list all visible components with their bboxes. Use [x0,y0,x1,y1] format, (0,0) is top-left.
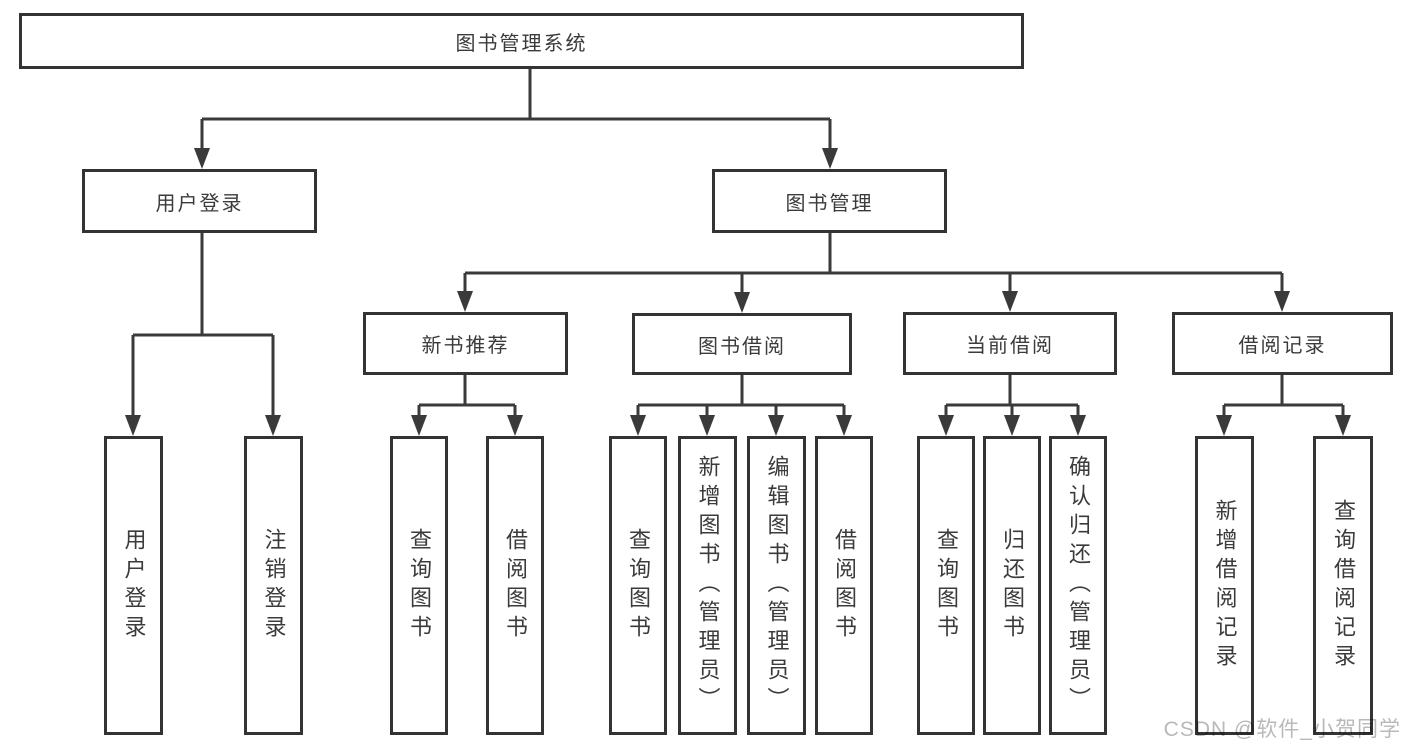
node-user-login-label: 用户登录 [155,192,244,215]
leaf-borrow-add-book-admin-label: 新增图书（管理员） [695,455,721,716]
arrowhead-icon [1274,291,1290,312]
arrowhead-icon [125,415,141,436]
arrowhead-icon [1335,415,1351,436]
arrowhead-icon [265,415,281,436]
leaf-logout: 注销登录 [244,436,303,735]
leaf-borrow-query-book: 查询图书 [609,436,667,735]
arrowhead-icon [457,291,473,312]
arrowhead-icon [630,415,646,436]
arrowhead-icon [194,148,210,169]
node-current-borrow-label: 当前借阅 [966,335,1054,357]
arrowhead-icon [507,415,523,436]
arrowhead-icon [411,415,427,436]
node-book-management: 图书管理 [712,169,947,233]
leaf-recommend-borrow-book-label: 借阅图书 [503,527,528,644]
arrowhead-icon [1004,415,1020,436]
leaf-recommend-query-book-label: 查询图书 [407,527,432,644]
leaf-borrow-borrow-book-label: 借阅图书 [832,527,857,644]
leaf-current-return-book-label: 归还图书 [1000,527,1025,644]
leaf-borrow-edit-book-admin-label: 编辑图书（管理员） [764,455,790,716]
leaf-current-confirm-return-admin-label: 确认归还（管理员） [1066,455,1091,716]
leaf-user-login: 用户登录 [104,436,163,735]
node-book-management-label: 图书管理 [785,192,874,215]
arrowhead-icon [1216,415,1232,436]
leaf-borrow-edit-book-admin: 编辑图书（管理员） [747,436,806,735]
node-user-login: 用户登录 [82,169,317,233]
leaf-records-query-record-label: 查询借阅记录 [1331,498,1356,673]
node-current-borrow: 当前借阅 [903,312,1117,375]
leaf-records-query-record: 查询借阅记录 [1313,436,1373,735]
leaf-current-confirm-return-admin: 确认归还（管理员） [1049,436,1107,735]
leaf-borrow-add-book-admin: 新增图书（管理员） [678,436,737,735]
arrowhead-icon [836,415,852,436]
node-borrow-records-label: 借阅记录 [1238,335,1327,357]
arrowhead-icon [822,148,838,169]
arrowhead-icon [1070,415,1086,436]
arrowhead-icon [699,415,715,436]
leaf-current-return-book: 归还图书 [983,436,1041,735]
node-book-borrow-label: 图书借阅 [698,335,786,358]
leaf-borrow-borrow-book: 借阅图书 [815,436,873,735]
node-new-book-recommend-label: 新书推荐 [421,335,510,357]
node-root: 图书管理系统 [19,13,1024,69]
arrowhead-icon [734,292,750,313]
leaf-borrow-query-book-label: 查询图书 [626,527,651,644]
arrowhead-icon [938,415,954,436]
connector-lines [131,69,1345,417]
leaf-current-query-book-label: 查询图书 [934,527,959,644]
leaf-user-login-label: 用户登录 [121,527,147,644]
leaf-recommend-query-book: 查询图书 [390,436,448,735]
arrowhead-icon [1002,291,1018,312]
node-root-label: 图书管理系统 [455,32,588,55]
arrowhead-icon [768,415,784,436]
leaf-records-add-record: 新增借阅记录 [1195,436,1254,735]
node-new-book-recommend: 新书推荐 [363,312,568,375]
node-borrow-records: 借阅记录 [1172,312,1393,375]
leaf-logout-label: 注销登录 [261,527,287,644]
node-book-borrow: 图书借阅 [632,313,852,375]
leaf-current-query-book: 查询图书 [917,436,975,735]
csdn-watermark: CSDN @软件_小贺同学 [1163,718,1401,741]
leaf-recommend-borrow-book: 借阅图书 [486,436,544,735]
leaf-records-add-record-label: 新增借阅记录 [1212,498,1238,673]
